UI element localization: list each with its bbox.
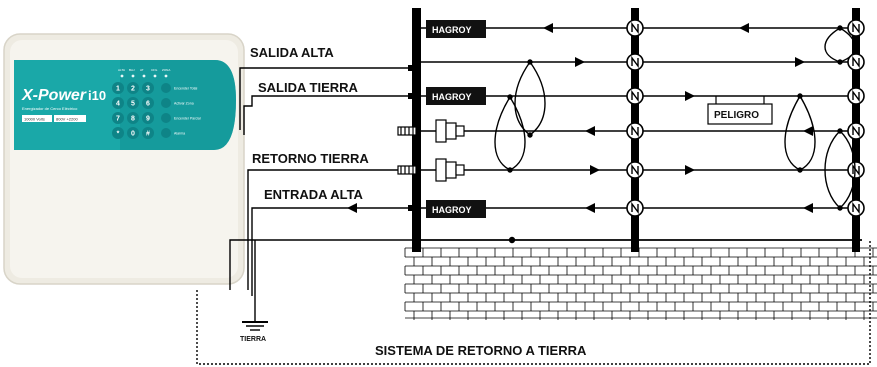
current-flow-arrows: [347, 23, 813, 213]
peligro-warning-sign: PELIGRO: [707, 96, 773, 125]
indicator-led: [153, 74, 157, 78]
side-key[interactable]: [161, 128, 171, 138]
arrow-left-icon: [585, 126, 595, 136]
indicator-leds: ALTA BAJ AT CFG ZONA: [118, 68, 170, 78]
keypad-key-label: 4: [116, 101, 120, 108]
arrow-right-icon: [590, 165, 600, 175]
arrow-right-icon: [685, 91, 695, 101]
indicator-led: [131, 74, 135, 78]
keypad-key-label: 8: [131, 116, 135, 123]
arrow-left-icon: [803, 203, 813, 213]
indicator-label: ALTA: [118, 68, 125, 72]
arrow-left-icon: [347, 203, 357, 213]
label-salida-alta: SALIDA ALTA: [250, 45, 334, 60]
badge-right: 800V +2200: [56, 117, 78, 122]
keypad-key[interactable]: [142, 82, 154, 94]
indicator-led: [120, 74, 124, 78]
badge-left: 10000 Volts: [24, 117, 45, 122]
side-key-label: Alarma: [174, 132, 185, 136]
arrow-right-icon: [575, 57, 585, 67]
model-name: i10: [88, 88, 106, 103]
keypad-key[interactable]: [127, 127, 139, 139]
arrow-left-icon: [543, 23, 553, 33]
brand-name: X-Power: [21, 87, 87, 104]
keypad-key-label: 1: [116, 86, 120, 93]
indicator-label: AT: [140, 68, 144, 72]
svg-text:HAGROY: HAGROY: [432, 205, 472, 215]
keypad-key-label: 2: [131, 86, 135, 93]
side-key-label: Encender Total: [174, 87, 198, 91]
label-retorno-tierra: RETORNO TIERRA: [252, 151, 369, 166]
keypad-key-label: 5: [131, 101, 135, 108]
keypad-key[interactable]: [112, 127, 124, 139]
side-key[interactable]: [161, 113, 171, 123]
indicator-label: CFG: [151, 68, 158, 72]
side-key-label: Activar Zona: [174, 102, 194, 106]
arrow-left-icon: [803, 126, 813, 136]
keypad-key[interactable]: [127, 82, 139, 94]
keypad: 1 2 3 4 5 6 7 8 9 * 0 #: [112, 82, 154, 139]
keypad-key-label: 9: [146, 116, 150, 123]
svg-text:HAGROY: HAGROY: [432, 25, 472, 35]
keypad-key-label: 6: [146, 101, 150, 108]
device-subtitle: Energizador de Cerco Eléctrico: [22, 106, 78, 111]
arrow-right-icon: [795, 57, 805, 67]
indicator-label: BAJ: [129, 68, 135, 72]
indicator-led: [142, 74, 146, 78]
keypad-key-label: #: [146, 131, 150, 138]
keypad-key-label: 7: [116, 116, 120, 123]
energizer-device: X-Power i10 Energizador de Cerco Eléctri…: [3, 33, 245, 285]
threaded-ground-insulator: [397, 158, 465, 182]
indicator-label: ZONA: [162, 68, 170, 72]
indicator-led: [164, 74, 168, 78]
keypad-key[interactable]: [142, 112, 154, 124]
brick-wall: [404, 247, 877, 320]
keypad-key[interactable]: [112, 112, 124, 124]
side-key[interactable]: [161, 83, 171, 93]
side-key-label: Encender Parcial: [174, 117, 201, 121]
side-key[interactable]: [161, 98, 171, 108]
peligro-label: PELIGRO: [714, 110, 759, 121]
hagroy-insulator: HAGROY: [426, 20, 486, 38]
keypad-key[interactable]: [127, 112, 139, 124]
keypad-key[interactable]: [112, 97, 124, 109]
arrow-right-icon: [685, 165, 695, 175]
jumper-loops: [494, 25, 856, 244]
label-salida-tierra: SALIDA TIERRA: [258, 80, 359, 95]
device-wiring: [229, 67, 415, 331]
threaded-ground-insulator: [397, 119, 465, 143]
ring-insulators: [626, 19, 865, 217]
arrow-left-icon: [739, 23, 749, 33]
keypad-key[interactable]: [142, 97, 154, 109]
keypad-key-label: 0: [131, 131, 135, 138]
wire-terminals: [408, 65, 416, 211]
label-sistema-retorno: SISTEMA DE RETORNO A TIERRA: [375, 343, 587, 358]
keypad-key-label: 3: [146, 86, 150, 93]
keypad-key[interactable]: [127, 97, 139, 109]
label-entrada-alta: ENTRADA ALTA: [264, 187, 364, 202]
svg-text:HAGROY: HAGROY: [432, 92, 472, 102]
arrow-left-icon: [585, 203, 595, 213]
keypad-key[interactable]: [142, 127, 154, 139]
hagroy-insulator: HAGROY: [426, 87, 486, 105]
keypad-key-label: *: [117, 131, 120, 138]
keypad-key[interactable]: [112, 82, 124, 94]
label-tierra: TIERRA: [240, 336, 266, 343]
hagroy-insulator: HAGROY: [426, 200, 486, 218]
